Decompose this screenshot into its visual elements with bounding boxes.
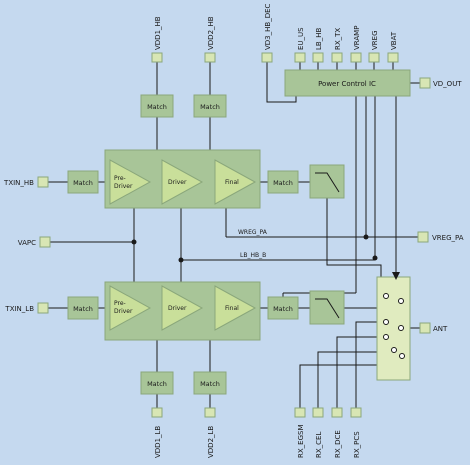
antenna-switch-block — [376, 276, 411, 381]
match-txin-lb-label: Match — [73, 305, 93, 313]
pin-label-txin-lb: TXIN_LB — [4, 305, 34, 313]
pin-label-vdd1-lb: VDD1_LB — [154, 426, 162, 458]
lb-final-label: Final — [225, 305, 239, 312]
pin-label-vbat: VBAT — [390, 31, 398, 50]
power-control-label: Power Control IC — [318, 80, 376, 88]
match-hb-top-1 — [140, 94, 174, 118]
net-label-lb-hb-b: LB_HB_B — [240, 252, 266, 259]
match-lb-bottom-1-label: Match — [147, 380, 167, 388]
match-out-hb-label: Match — [273, 179, 293, 187]
lb-pre-driver-stage — [109, 285, 152, 331]
lb-pre-driver-label-1: Pre- — [114, 300, 126, 307]
pin-label-vdd2-hb: VDD2_HB — [207, 16, 215, 50]
pin-label-rx-pcs: RX_PCS — [353, 431, 361, 458]
hb-final-stage — [214, 159, 257, 205]
match-out-hb — [267, 170, 299, 194]
match-lb-bottom-2-label: Match — [200, 380, 220, 388]
pins — [37, 52, 431, 418]
match-hb-top-2-label: Match — [200, 103, 220, 111]
pin-label-vapc: VAPC — [18, 239, 36, 247]
match-out-lb — [267, 296, 299, 320]
match-lb-bottom-1 — [140, 371, 174, 395]
match-txin-hb-label: Match — [73, 179, 93, 187]
lb-driver-stage — [161, 285, 204, 331]
hb-driver-stage — [161, 159, 204, 205]
hb-final-label: Final — [225, 179, 239, 186]
match-lb-bottom-2 — [193, 371, 227, 395]
pin-label-ant: ANT — [433, 325, 448, 333]
match-out-lb-label: Match — [273, 305, 293, 313]
hb-lowpass-filter — [309, 164, 345, 199]
pin-label-txin-hb: TXIN_HB — [3, 179, 34, 187]
pin-label-rx-cel: RX_CEL — [315, 432, 323, 458]
pin-label-vramp: VRAMP — [353, 26, 361, 50]
lb-final-stage — [214, 285, 257, 331]
hb-driver-label: Driver — [168, 179, 187, 186]
lb-lowpass-filter — [309, 290, 345, 325]
hb-filter-symbol — [315, 172, 340, 193]
match-txin-hb — [67, 170, 99, 194]
pin-label-lb-hb: LB_HB — [315, 28, 323, 50]
pin-label-rx-egsm: RX_EGSM — [297, 425, 305, 459]
match-txin-lb — [67, 296, 99, 320]
hb-pre-driver-label-2: Driver — [114, 183, 133, 190]
pin-label-vd-out: VD_OUT — [433, 80, 462, 88]
pin-label-vdd2-lb: VDD2_LB — [207, 426, 215, 458]
lb-driver-label: Driver — [168, 305, 187, 312]
lb-filter-symbol — [315, 298, 340, 319]
pin-label-vreg-pa: VREG_PA — [432, 234, 464, 242]
match-hb-top-1-label: Match — [147, 103, 167, 111]
hb-pre-driver-stage — [109, 159, 152, 205]
lb-pre-driver-label-2: Driver — [114, 308, 133, 315]
vbat-arrow-icon — [392, 272, 400, 280]
pin-label-vreg: VREG — [371, 31, 379, 51]
match-hb-top-2 — [193, 94, 227, 118]
power-control-block — [284, 69, 411, 97]
pin-label-eu-us: EU_US — [297, 27, 305, 50]
pin-label-vd3-hb-dec: VD3_HB_DEC — [264, 3, 272, 50]
pin-label-rx-dce: RX_DCE — [334, 430, 342, 458]
net-label-wreg-pa: WREG_PA — [238, 229, 268, 236]
hb-pre-driver-label-1: Pre- — [114, 175, 126, 182]
pin-label-vdd1-hb: VDD1_HB — [154, 16, 162, 50]
pin-label-rx-tx: RX_TX — [334, 28, 342, 50]
switch-contacts — [383, 293, 405, 359]
